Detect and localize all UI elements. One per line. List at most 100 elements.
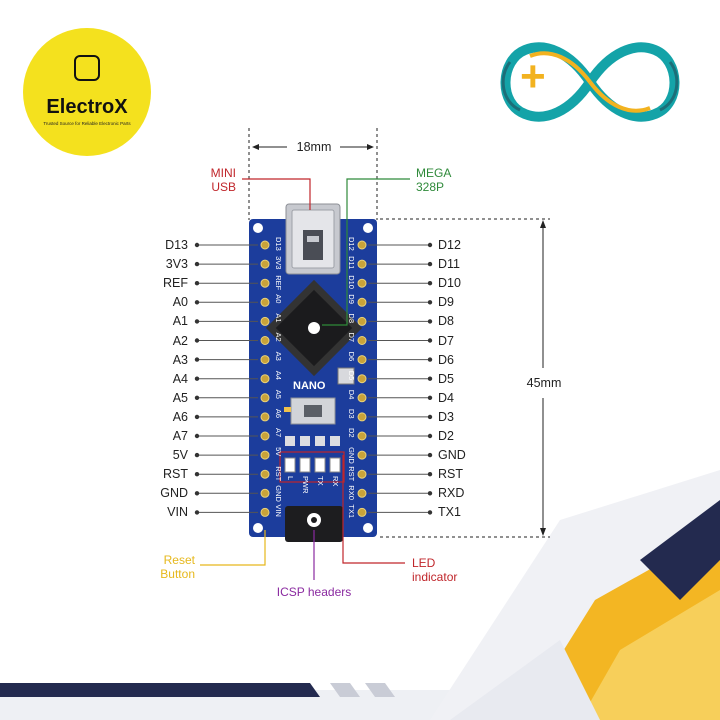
right-pin-dot — [427, 414, 433, 420]
left-pin-hole — [260, 393, 270, 403]
left-silk-label: 5V — [274, 447, 283, 456]
left-pin-label: RST — [163, 467, 188, 482]
right-pin-label: D6 — [438, 352, 454, 367]
left-pin-hole — [260, 316, 270, 326]
reset-callout: Reset Button — [150, 553, 195, 581]
left-pin-hole — [260, 278, 270, 288]
right-pin-dot — [427, 376, 433, 381]
right-pin-hole — [357, 393, 367, 403]
left-pin-hole — [260, 450, 270, 460]
left-silk-label: RST — [274, 466, 283, 481]
right-pin-dot — [427, 281, 433, 286]
right-pin-label: D12 — [438, 238, 461, 252]
left-pin-hole — [260, 469, 270, 479]
right-pin-label: D10 — [438, 276, 461, 291]
right-silk-label: D7 — [347, 333, 356, 343]
icsp-header — [285, 506, 343, 542]
left-pin-label: A6 — [172, 409, 188, 424]
left-silk-label: A6 — [274, 409, 283, 418]
right-pin-label: D3 — [438, 409, 454, 424]
left-pin-dot — [194, 376, 200, 381]
left-pin-hole — [260, 488, 270, 498]
width-dimension — [248, 128, 378, 220]
right-pin-hole — [357, 297, 367, 307]
mini-usb-callout: MINI USB — [196, 166, 236, 194]
arduino-plus-icon: + — [520, 52, 546, 101]
right-silk-label: RX0 — [347, 485, 356, 500]
left-pin-dot — [194, 395, 200, 400]
left-pin-label: REF — [163, 276, 188, 291]
mega-line1: MEGA — [416, 166, 452, 180]
right-pin-hole — [357, 488, 367, 498]
left-pin-hole — [260, 297, 270, 307]
led-line2: indicator — [412, 570, 458, 584]
left-silk-label: A3 — [274, 352, 283, 361]
right-pin-label: RXD — [438, 486, 465, 501]
icsp-callout: ICSP headers — [276, 585, 352, 599]
right-pin-label: D4 — [438, 390, 454, 405]
led-label: RX — [331, 476, 340, 486]
right-pin-label: D9 — [438, 295, 454, 310]
left-pin-dot — [194, 261, 200, 267]
crystal — [337, 367, 355, 385]
right-pin-label: D7 — [438, 333, 454, 348]
reset-button — [284, 397, 336, 425]
left-silk-label: A0 — [274, 294, 283, 303]
right-pin-hole — [357, 278, 367, 288]
right-pin-dot — [427, 452, 433, 458]
left-pin-dot — [194, 433, 200, 439]
left-pin-label: 3V3 — [165, 257, 188, 272]
right-silk-label: D4 — [347, 390, 356, 400]
right-pin-dot — [427, 300, 433, 305]
led-label: TX — [316, 476, 325, 486]
brand-badge — [23, 28, 151, 156]
left-pin-label: A7 — [172, 429, 188, 443]
right-silk-label: TX1 — [347, 504, 356, 518]
right-silk-label: GND — [347, 447, 356, 464]
left-pin-hole — [260, 431, 270, 441]
right-pin-label: TX1 — [438, 505, 461, 520]
left-pin-dot — [194, 281, 200, 286]
left-silk-label: VIN — [274, 504, 283, 517]
mega328p-chip — [265, 279, 363, 377]
right-pin-hole — [357, 259, 367, 269]
board-label: NANO — [293, 380, 326, 392]
led-callout: LED indicator — [412, 556, 457, 584]
left-pin-dot — [194, 510, 200, 515]
left-pin-hole — [260, 336, 270, 345]
left-pin-dot — [194, 300, 200, 305]
height-label: 45mm — [522, 376, 566, 390]
arduino-logo — [500, 42, 680, 122]
right-pin-label: RST — [438, 467, 463, 482]
left-pin-label: A4 — [172, 371, 188, 386]
left-pin-label: VIN — [167, 505, 188, 520]
led-line1: LED — [412, 556, 436, 570]
left-silk-label: A5 — [274, 390, 283, 399]
reset-line1: Reset — [163, 553, 195, 567]
right-pin-hole — [357, 316, 367, 326]
right-silk-label: D6 — [347, 352, 356, 362]
left-pin-dot — [194, 319, 200, 324]
right-pin-dot — [427, 510, 433, 515]
mini-usb-line1: MINI — [210, 166, 236, 180]
left-silk-label: A2 — [274, 333, 283, 342]
left-pin-dot — [194, 472, 200, 477]
right-silk-label: D9 — [347, 294, 356, 304]
mini-usb-line2: USB — [211, 180, 236, 194]
right-pin-hole — [357, 431, 367, 441]
right-pin-hole — [357, 412, 367, 422]
left-pin-hole — [260, 240, 270, 250]
mega-callout: MEGA 328P — [416, 166, 451, 194]
right-silk-label: D2 — [347, 428, 356, 438]
width-label: 18mm — [296, 140, 332, 154]
right-pin-dot — [427, 357, 433, 362]
reset-line2: Button — [160, 567, 195, 581]
left-pin-label: GND — [160, 486, 188, 501]
right-pin-hole — [357, 240, 367, 250]
left-silk-label: 3V3 — [274, 256, 283, 269]
right-pin-label: D2 — [438, 429, 454, 443]
left-silk-label: D13 — [274, 237, 283, 251]
right-silk-label: RST — [347, 466, 356, 481]
left-silk-label: GND — [274, 485, 283, 502]
